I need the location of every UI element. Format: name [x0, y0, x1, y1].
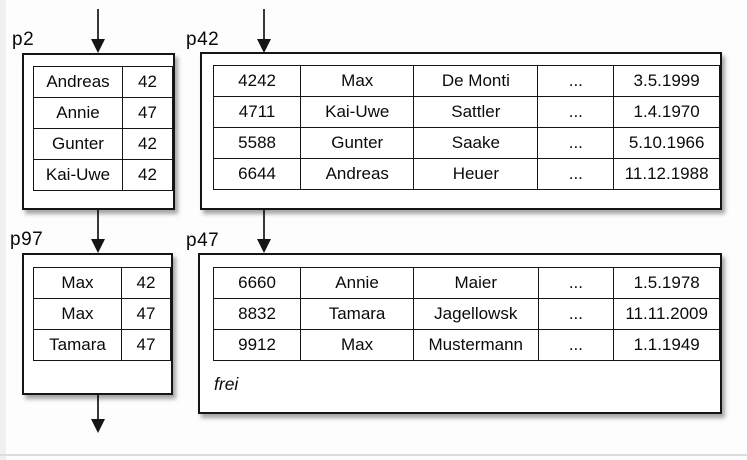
table-cell: 8832: [212, 298, 302, 330]
free-space-label: frei: [214, 374, 239, 394]
table-cell: Sattler: [413, 96, 539, 128]
table-cell: 1.1.1949: [613, 329, 720, 361]
arrow-down-icon: [257, 9, 271, 53]
page-label-p42: p42: [186, 29, 220, 50]
table-cell: Kai-Uwe: [300, 96, 415, 128]
page-label-p2: p2: [12, 29, 35, 50]
page-label-p47: p47: [186, 230, 220, 251]
table-cell: Tamara: [300, 298, 415, 330]
page-label-p97: p97: [10, 229, 44, 250]
table-cell: Saake: [413, 127, 539, 159]
arrow-down-icon: [257, 210, 271, 253]
table-cell: 42: [122, 66, 173, 98]
table-cell: Max: [33, 267, 122, 299]
table-cell: ...: [537, 298, 615, 330]
table-cell: ...: [537, 329, 615, 361]
table-cell: 47: [122, 97, 173, 129]
table-cell: 11.11.2009: [613, 298, 720, 330]
table-cell: 9912: [212, 329, 302, 361]
table-cell: 42: [120, 267, 172, 299]
table-cell: 6660: [212, 267, 302, 299]
left-edge-shading: [0, 0, 6, 460]
table-cell: 5588: [212, 127, 302, 159]
table-cell: 4242: [212, 65, 302, 97]
table-cell: ...: [537, 158, 615, 190]
table-cell: ...: [537, 65, 615, 97]
table-cell: ...: [537, 127, 615, 159]
table-cell: 47: [120, 298, 172, 330]
table-cell: 3.5.1999: [613, 65, 720, 97]
arrow-down-icon: [91, 395, 105, 433]
table-cell: Annie: [300, 267, 415, 299]
table-cell: 42: [122, 128, 173, 160]
table-cell: Andreas: [300, 158, 415, 190]
table-cell: Max: [33, 298, 122, 330]
table-cell: Max: [300, 329, 415, 361]
table-cell: Andreas: [33, 66, 123, 98]
table-cell: Annie: [33, 97, 123, 129]
table-cell: Gunter: [300, 127, 415, 159]
table-cell: Max: [300, 65, 415, 97]
table-cell: Jagellowsk: [413, 298, 539, 330]
table-cell: Mustermann: [413, 329, 539, 361]
table-cell: ...: [537, 267, 615, 299]
table-cell: 42: [122, 159, 173, 191]
table-cell: 5.10.1966: [613, 127, 720, 159]
table-cell: Heuer: [413, 158, 539, 190]
arrow-down-icon: [91, 210, 105, 253]
table-cell: De Monti: [413, 65, 539, 97]
table-cell: Tamara: [33, 329, 122, 361]
table-cell: 6644: [212, 158, 302, 190]
table-cell: Kai-Uwe: [33, 159, 123, 191]
table-cell: ...: [537, 96, 615, 128]
table-cell: 4711: [212, 96, 302, 128]
table-cell: 47: [120, 329, 172, 361]
table-cell: Maier: [413, 267, 539, 299]
arrow-down-icon: [91, 9, 105, 53]
slide-bottom-border: [0, 454, 747, 456]
table-cell: 1.5.1978: [613, 267, 720, 299]
table-cell: 1.4.1970: [613, 96, 720, 128]
table-cell: Gunter: [33, 128, 123, 160]
table-cell: 11.12.1988: [613, 158, 720, 190]
